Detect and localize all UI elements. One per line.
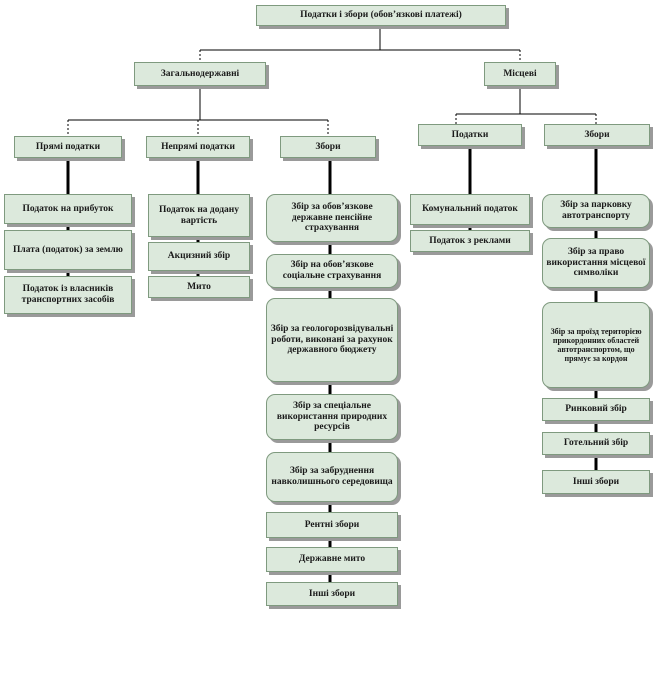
- general-state-node: Загальнодержавні: [134, 62, 266, 86]
- local-tax-item: Податок з реклами: [410, 230, 530, 252]
- direct-tax-item: Податок на прибуток: [4, 194, 132, 224]
- general-fee-item: Державне мито: [266, 547, 398, 572]
- local-fee-item: Збір за право використання місцевої симв…: [542, 238, 650, 288]
- direct-tax-item: Плата (податок) за землю: [4, 230, 132, 270]
- general-fees-node: Збори: [280, 136, 376, 158]
- general-fee-item: Збір на обов’язкове соціальне страхуванн…: [266, 254, 398, 288]
- general-fee-item: Збір за геологорозвідувальні роботи, вик…: [266, 298, 398, 382]
- local-tax-item: Комунальний податок: [410, 194, 530, 225]
- direct-tax-item: Податок із власників транспортних засобі…: [4, 276, 132, 314]
- local-taxes-node: Податки: [418, 124, 522, 146]
- local-node: Місцеві: [484, 62, 556, 86]
- local-fee-item: Готельний збір: [542, 432, 650, 455]
- direct-taxes-node: Прямі податки: [14, 136, 122, 158]
- indirect-tax-item: Акцизний збір: [148, 242, 250, 271]
- general-fee-item: Збір за спеціальне використання природни…: [266, 394, 398, 440]
- root-node: Податки і збори (обов’язкові платежі): [256, 5, 506, 26]
- local-fee-item: Збір за проїзд територією прикордонних о…: [542, 302, 650, 388]
- local-fees-node: Збори: [544, 124, 650, 146]
- indirect-tax-item: Мито: [148, 276, 250, 298]
- general-fee-item: Інші збори: [266, 582, 398, 606]
- general-fee-item: Рентні збори: [266, 512, 398, 538]
- local-fee-item: Збір за парковку автотранспорту: [542, 194, 650, 228]
- local-fee-item: Ринковий збір: [542, 398, 650, 421]
- local-fee-item: Інші збори: [542, 470, 650, 494]
- indirect-tax-item: Податок на додану вартість: [148, 194, 250, 237]
- general-fee-item: Збір за обов’язкове державне пенсійне ст…: [266, 194, 398, 242]
- general-fee-item: Збір за забруднення навколишнього середо…: [266, 452, 398, 502]
- indirect-taxes-node: Непрямі податки: [146, 136, 250, 158]
